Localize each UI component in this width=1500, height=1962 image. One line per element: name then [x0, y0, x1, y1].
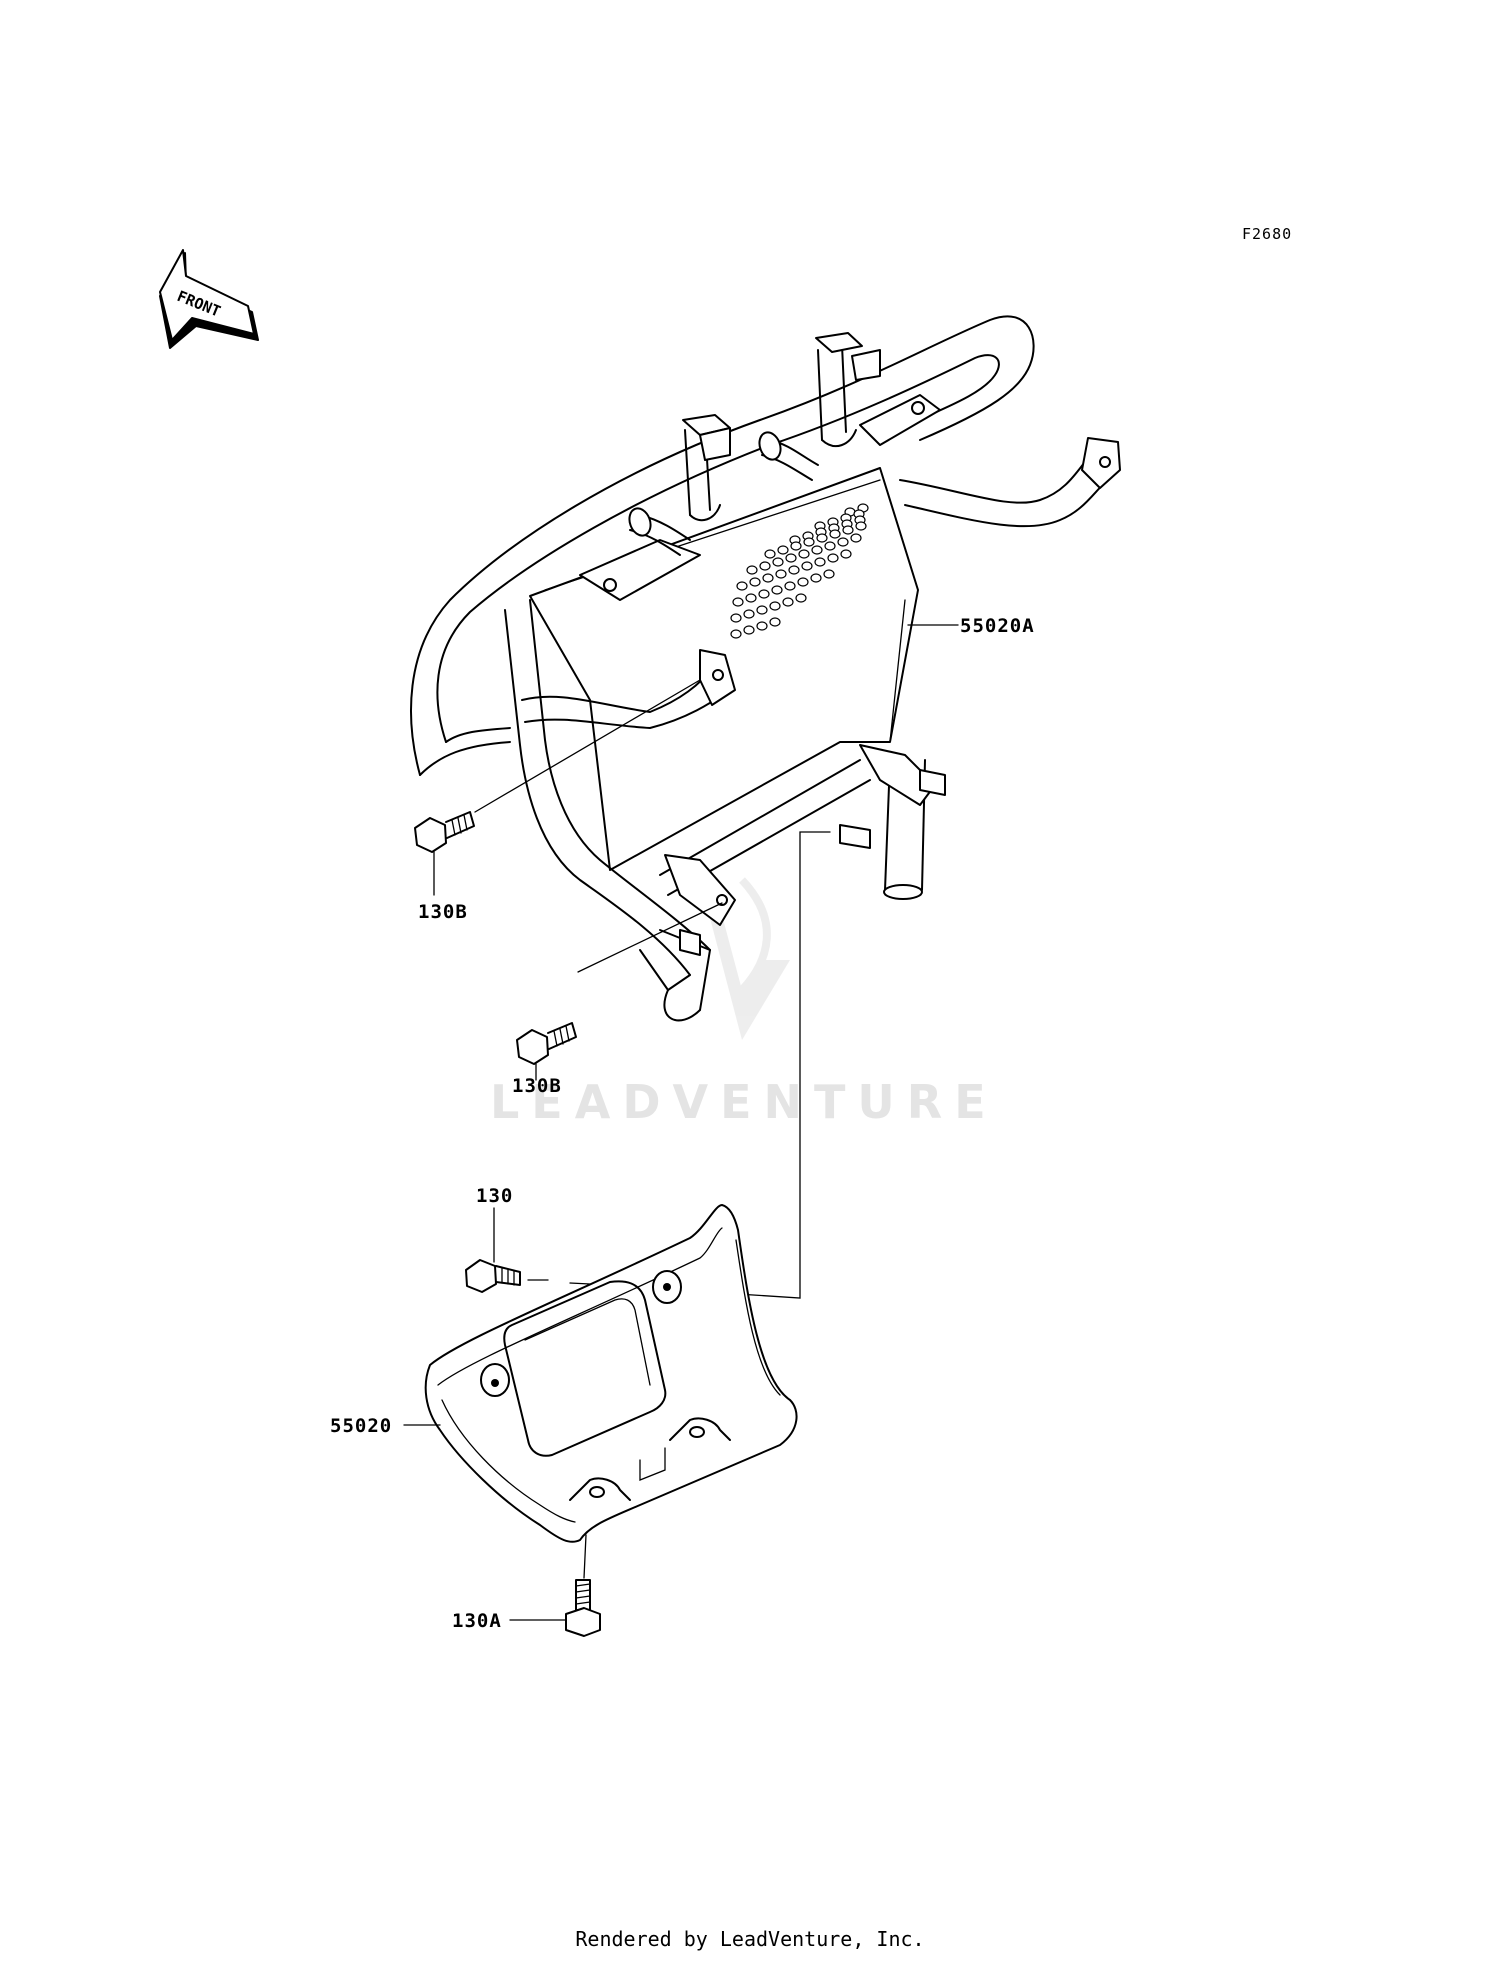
mesh-hole — [827, 553, 839, 563]
mesh-hole — [743, 625, 755, 635]
mesh-hole — [756, 605, 768, 615]
skid-plate — [424, 1204, 798, 1543]
mesh-hole — [801, 561, 813, 571]
mesh-hole — [795, 593, 807, 603]
top-bracket-left — [579, 414, 731, 601]
mesh-hole — [745, 593, 757, 603]
mesh-hole — [823, 569, 835, 579]
mesh-hole — [743, 609, 755, 619]
front-arrow-icon: FRONT — [159, 249, 259, 349]
mesh-hole — [788, 565, 800, 575]
mesh-hole — [798, 549, 810, 559]
mesh-hole — [746, 565, 758, 575]
diagram-code: F2680 — [1242, 225, 1292, 243]
mesh-hole — [730, 629, 742, 639]
mesh-hole — [736, 581, 748, 591]
mesh-hole — [759, 561, 771, 571]
front-guard — [410, 315, 1121, 1022]
mesh-hole — [842, 525, 854, 535]
top-bracket-right — [758, 332, 941, 481]
callout-130b-upper: 130B — [418, 901, 468, 923]
mesh-hole — [777, 545, 789, 555]
mesh-hole — [749, 577, 761, 587]
mesh-hole — [782, 597, 794, 607]
bolt-130b-lower — [516, 902, 723, 1065]
mesh-hole — [824, 541, 836, 551]
mesh-hole — [837, 537, 849, 547]
mesh-hole — [784, 581, 796, 591]
mesh-hole — [850, 533, 862, 543]
mesh-hole — [814, 557, 826, 567]
mesh-hole — [803, 537, 815, 547]
mesh-hole — [829, 529, 841, 539]
watermark-text: LEADVENTURE — [490, 1075, 998, 1129]
mesh-hole — [775, 569, 787, 579]
mesh-hole — [756, 621, 768, 631]
mesh-hole — [811, 545, 823, 555]
mesh-hole — [769, 601, 781, 611]
mesh-hole — [764, 549, 776, 559]
mesh-holes — [730, 503, 869, 639]
mesh-hole — [730, 613, 742, 623]
bolt-130 — [465, 1259, 591, 1293]
footer-credit: Rendered by LeadVenture, Inc. — [575, 1927, 924, 1951]
bolt-130b-upper — [414, 679, 701, 853]
mesh-hole — [762, 573, 774, 583]
mesh-hole — [785, 553, 797, 563]
mesh-hole — [797, 577, 809, 587]
mesh-hole — [771, 585, 783, 595]
callout-55020a: 55020A — [960, 615, 1035, 637]
mesh-hole — [816, 533, 828, 543]
mesh-hole — [810, 573, 822, 583]
mesh-hole — [840, 549, 852, 559]
mesh-hole — [758, 589, 770, 599]
callout-130: 130 — [476, 1185, 513, 1207]
mesh-hole — [769, 617, 781, 627]
mesh-hole — [732, 597, 744, 607]
mesh-hole — [790, 541, 802, 551]
mesh-hole — [772, 557, 784, 567]
callout-130b-lower: 130B — [512, 1075, 562, 1097]
bolt-130a — [565, 1534, 601, 1637]
callout-55020: 55020 — [330, 1415, 392, 1437]
mesh-hole — [855, 521, 867, 531]
callout-130a: 130A — [452, 1610, 502, 1632]
